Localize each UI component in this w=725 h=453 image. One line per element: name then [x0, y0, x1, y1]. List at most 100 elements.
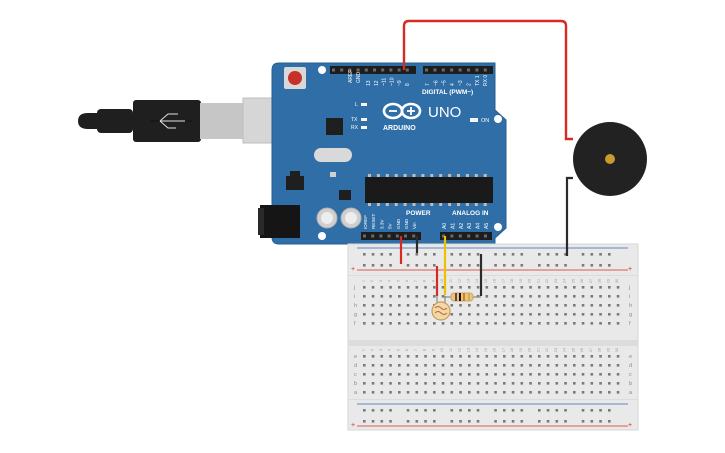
breadboard-hole[interactable]: [573, 355, 576, 358]
breadboard-hole[interactable]: [616, 355, 620, 358]
rail-hole[interactable]: [503, 409, 506, 412]
breadboard-hole[interactable]: [459, 304, 462, 307]
breadboard-hole[interactable]: [380, 304, 384, 307]
breadboard-hole[interactable]: [564, 313, 567, 316]
breadboard-hole[interactable]: [608, 355, 611, 358]
header-pin[interactable]: [364, 68, 368, 72]
header-pin[interactable]: [425, 68, 428, 72]
rail-hole[interactable]: [476, 253, 480, 256]
rail-hole[interactable]: [520, 420, 524, 423]
breadboard-hole[interactable]: [406, 391, 410, 394]
breadboard-hole[interactable]: [468, 373, 471, 376]
breadboard-hole[interactable]: [538, 286, 541, 289]
breadboard-hole[interactable]: [363, 364, 366, 367]
breadboard-hole[interactable]: [581, 355, 585, 358]
breadboard-hole[interactable]: [476, 364, 480, 367]
header-pin[interactable]: [356, 68, 360, 72]
breadboard-hole[interactable]: [415, 295, 419, 298]
breadboard-hole[interactable]: [371, 373, 375, 376]
breadboard-hole[interactable]: [468, 382, 471, 385]
breadboard-hole[interactable]: [608, 295, 611, 298]
rail-hole[interactable]: [450, 420, 454, 423]
breadboard-hole[interactable]: [363, 382, 366, 385]
breadboard-hole[interactable]: [555, 295, 559, 298]
breadboard-hole[interactable]: [555, 391, 559, 394]
breadboard-hole[interactable]: [599, 373, 602, 376]
breadboard-hole[interactable]: [380, 295, 384, 298]
breadboard-hole[interactable]: [573, 382, 576, 385]
breadboard-hole[interactable]: [398, 322, 401, 325]
breadboard-hole[interactable]: [476, 295, 480, 298]
breadboard-hole[interactable]: [450, 382, 454, 385]
breadboard-hole[interactable]: [468, 313, 471, 316]
breadboard-hole[interactable]: [538, 295, 541, 298]
rail-hole[interactable]: [363, 264, 366, 267]
breadboard-hole[interactable]: [503, 391, 506, 394]
header-pin[interactable]: [379, 234, 383, 238]
breadboard-hole[interactable]: [503, 322, 506, 325]
breadboard-hole[interactable]: [371, 355, 375, 358]
breadboard-hole[interactable]: [415, 382, 419, 385]
breadboard-hole[interactable]: [581, 373, 585, 376]
breadboard-hole[interactable]: [450, 355, 454, 358]
breadboard-hole[interactable]: [433, 382, 436, 385]
breadboard-hole[interactable]: [599, 382, 602, 385]
rail-hole[interactable]: [389, 409, 392, 412]
rail-hole[interactable]: [371, 264, 375, 267]
rail-hole[interactable]: [538, 420, 541, 423]
breadboard-hole[interactable]: [389, 313, 392, 316]
rail-hole[interactable]: [511, 409, 515, 412]
breadboard-hole[interactable]: [363, 355, 366, 358]
breadboard-hole[interactable]: [564, 355, 567, 358]
breadboard-hole[interactable]: [406, 295, 410, 298]
breadboard-hole[interactable]: [389, 322, 392, 325]
breadboard-hole[interactable]: [415, 304, 419, 307]
header-pin[interactable]: [348, 68, 352, 72]
breadboard-hole[interactable]: [529, 382, 532, 385]
breadboard-hole[interactable]: [608, 304, 611, 307]
rail-hole[interactable]: [581, 253, 585, 256]
rail-hole[interactable]: [424, 420, 427, 423]
breadboard-hole[interactable]: [538, 373, 541, 376]
header-pin[interactable]: [442, 234, 445, 238]
breadboard-hole[interactable]: [503, 286, 506, 289]
rail-hole[interactable]: [590, 409, 594, 412]
breadboard-hole[interactable]: [424, 322, 427, 325]
breadboard-hole[interactable]: [468, 355, 471, 358]
breadboard-hole[interactable]: [511, 295, 515, 298]
breadboard-hole[interactable]: [511, 364, 515, 367]
breadboard-hole[interactable]: [389, 304, 392, 307]
breadboard-hole[interactable]: [371, 295, 375, 298]
breadboard-hole[interactable]: [424, 364, 427, 367]
breadboard-hole[interactable]: [415, 286, 419, 289]
rail-hole[interactable]: [406, 420, 410, 423]
rail-hole[interactable]: [494, 409, 497, 412]
breadboard-hole[interactable]: [441, 322, 445, 325]
breadboard-hole[interactable]: [538, 322, 541, 325]
breadboard-hole[interactable]: [573, 313, 576, 316]
rail-hole[interactable]: [608, 253, 611, 256]
breadboard-hole[interactable]: [494, 391, 497, 394]
breadboard-hole[interactable]: [608, 364, 611, 367]
rail-hole[interactable]: [538, 264, 541, 267]
rail-hole[interactable]: [564, 409, 567, 412]
breadboard-hole[interactable]: [441, 382, 445, 385]
breadboard-hole[interactable]: [573, 322, 576, 325]
breadboard-hole[interactable]: [564, 304, 567, 307]
breadboard-hole[interactable]: [415, 391, 419, 394]
breadboard-hole[interactable]: [441, 355, 445, 358]
rail-hole[interactable]: [415, 264, 419, 267]
rail-hole[interactable]: [511, 253, 515, 256]
rail-hole[interactable]: [555, 264, 559, 267]
header-pin[interactable]: [450, 234, 454, 238]
breadboard-hole[interactable]: [511, 304, 515, 307]
breadboard-hole[interactable]: [424, 373, 427, 376]
breadboard-hole[interactable]: [494, 313, 497, 316]
rail-hole[interactable]: [546, 409, 550, 412]
breadboard-hole[interactable]: [573, 286, 576, 289]
breadboard-hole[interactable]: [380, 286, 384, 289]
breadboard-hole[interactable]: [616, 322, 620, 325]
breadboard-hole[interactable]: [398, 286, 401, 289]
rail-hole[interactable]: [450, 264, 454, 267]
breadboard-hole[interactable]: [511, 391, 515, 394]
